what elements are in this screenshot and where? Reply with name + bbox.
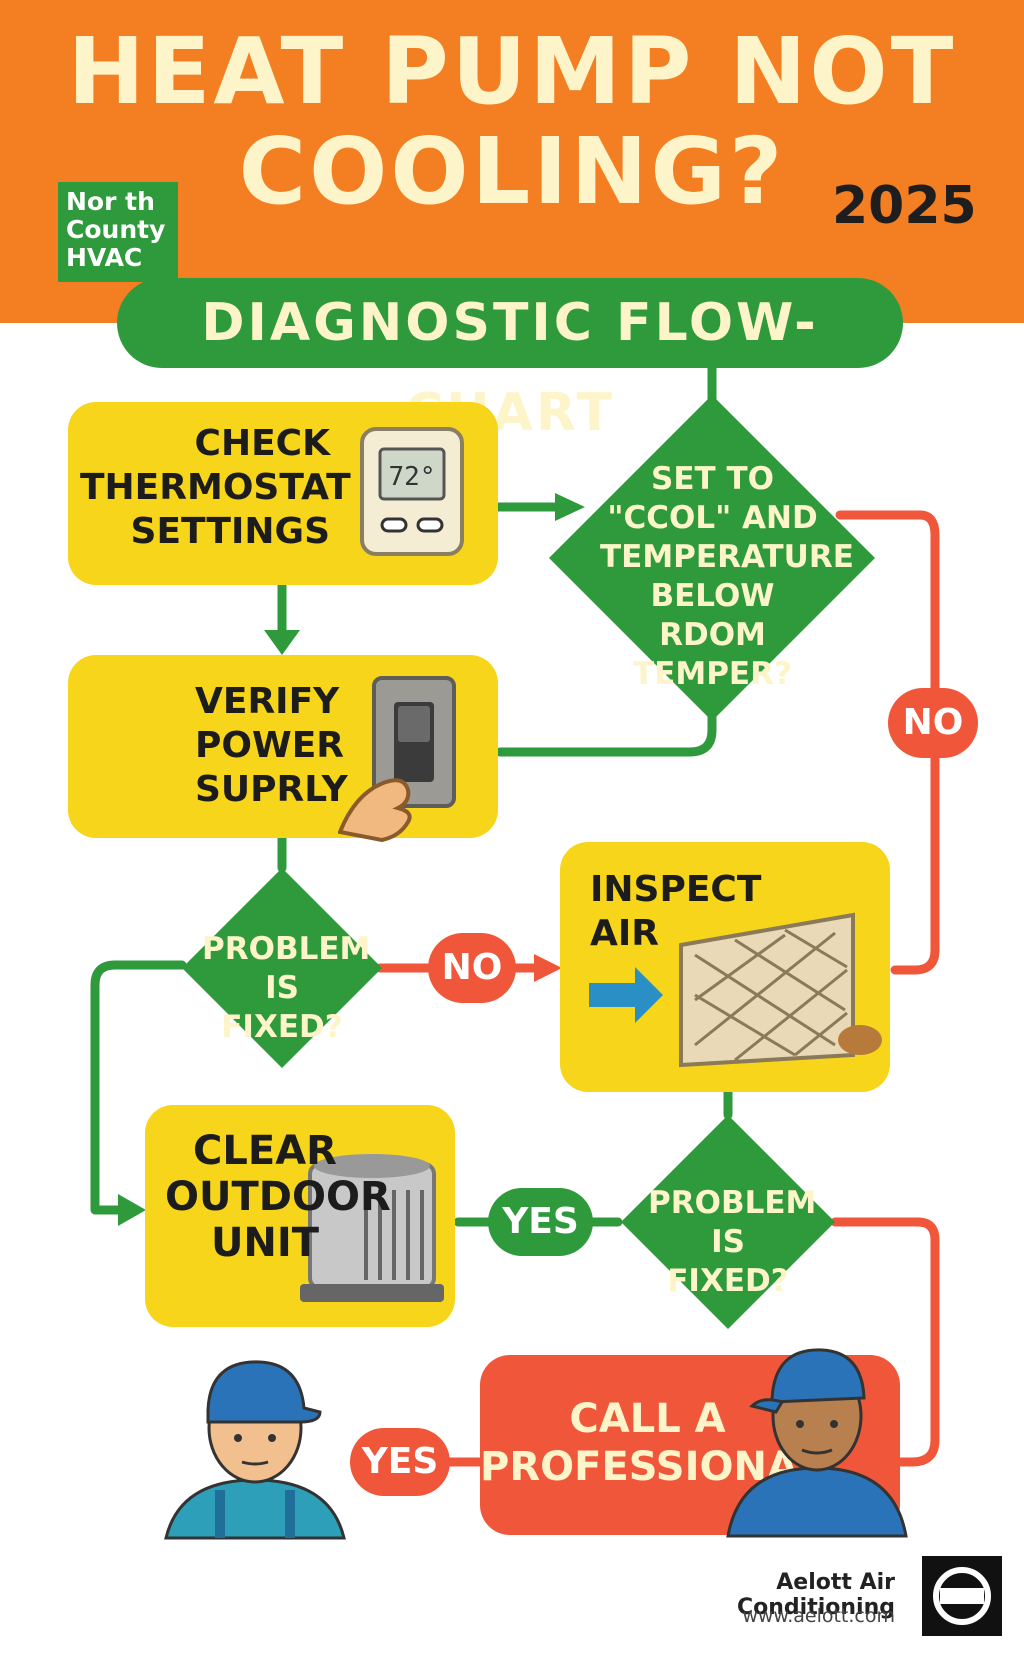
decision-diamond-cool (549, 395, 875, 721)
outdoor-line-1: CLEAR (193, 1128, 337, 1174)
connector-decision-to-power (495, 700, 717, 757)
connector-decision-to-outdoor (90, 960, 187, 1215)
decision-cool-text: SET TO "CCOL" AND TEMPERATURE BELOW RDOM… (600, 460, 854, 694)
title-line-2: COOLING? (238, 118, 786, 225)
thermostat-line-1: CHECK (194, 423, 330, 464)
decision-diamond-fixed-1 (182, 868, 382, 1068)
logo-line-1: Nor th (66, 187, 155, 216)
outdoor-line-2: OUTDOOR (165, 1174, 391, 1220)
decision-fixed-1-line-2: IS FIXED? (221, 970, 343, 1045)
year-label: 2025 (832, 176, 977, 236)
power-line-3: SUPRLY (195, 769, 348, 810)
thermostat-label: CHECK THERMOSTAT SETTINGS (80, 422, 351, 554)
air-filter-icon (589, 912, 882, 1068)
decision-fixed-1-text: PROBLEM IS FIXED? (202, 930, 371, 1047)
connector-fixed-to-call (830, 1217, 940, 1467)
inspect-line-2: AIR (590, 913, 659, 954)
inspect-line-1: INSPECT (590, 869, 762, 910)
inspect-label: INSPECT AIR (590, 868, 810, 956)
call-line-1: CALL A (569, 1396, 726, 1442)
thermostat-display: 72° (389, 462, 436, 492)
brand-logo-icon (922, 1556, 1002, 1636)
arrowhead-to-inspect (534, 954, 562, 982)
decision-cool-line-2: "CCOL" AND (607, 500, 818, 536)
county-hvac-logo: Nor th County HVAC (58, 182, 178, 282)
hand-icon (338, 778, 412, 842)
power-line-1: VERIFY (195, 681, 340, 722)
power-line-2: POWER (195, 725, 345, 766)
decision-cool-line-1: SET TO (651, 461, 774, 497)
no-label-middle: NO (428, 933, 516, 1003)
decision-diamond-fixed-2 (621, 1115, 835, 1329)
thermostat-line-2: THERMOSTAT (80, 467, 351, 508)
thermostat-icon: 72° (360, 427, 464, 556)
yes-label-bottom: YES (350, 1428, 450, 1496)
technician-icon (726, 1348, 908, 1538)
footer-brand: Aelott Air Conditioning (737, 1570, 895, 1620)
decision-fixed-2-line-2: IS FIXED? (667, 1224, 789, 1299)
technician-icon (164, 1360, 346, 1540)
ac-unit-icon (300, 1154, 444, 1302)
decision-cool-line-5: TEMPER? (633, 656, 792, 692)
arrowhead-to-decision (555, 493, 585, 521)
outdoor-label: CLEAR OUTDOOR UNIT (165, 1128, 391, 1266)
yes-label-middle: YES (488, 1188, 593, 1256)
arrowhead-to-outdoor (118, 1194, 146, 1226)
decision-cool-line-3: TEMPERATURE (600, 539, 854, 575)
decision-fixed-1-line-1: PROBLEM (202, 931, 371, 967)
thermostat-line-3: SETTINGS (130, 511, 330, 552)
decision-fixed-2-text: PROBLEM IS FIXED? (648, 1184, 817, 1301)
arrow-icon (589, 967, 663, 1023)
outdoor-line-3: UNIT (210, 1220, 320, 1266)
footer-url[interactable]: www.aelott.com (742, 1605, 895, 1627)
title-line-1: HEAT PUMP NOT (67, 18, 957, 125)
arrowhead-to-power (264, 630, 300, 655)
light-switch-icon (338, 676, 456, 842)
logo-line-2: County (66, 215, 166, 244)
decision-fixed-2-line-1: PROBLEM (648, 1185, 817, 1221)
decision-cool-line-4: BELOW RDOM (650, 578, 775, 653)
no-label-right: NO (888, 688, 978, 758)
power-label: VERIFY POWER SUPRLY (195, 680, 365, 812)
logo-line-3: HVAC (66, 243, 143, 272)
